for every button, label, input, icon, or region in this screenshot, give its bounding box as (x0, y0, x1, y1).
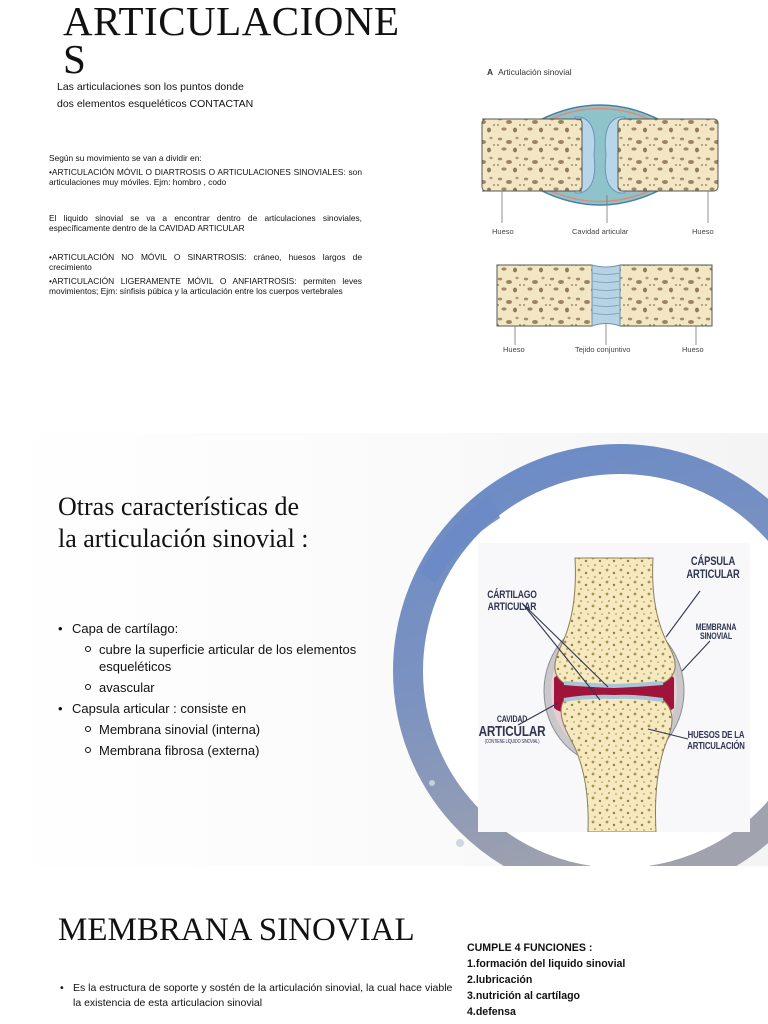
bullet-icon: • (60, 982, 64, 994)
label-hueso-right: Hueso (682, 345, 704, 354)
function-item: 4.defensa (467, 1006, 516, 1018)
bullet-capa-cartilago: Capa de cartílago: (58, 620, 358, 637)
label-line: CÁPSULA (690, 554, 736, 568)
label-huesos-articulacion: HUESOS DE LA ARTICULACIÓN (685, 730, 747, 752)
label-line: SINOVIAL (700, 631, 732, 642)
label-cartilago-articular: CÁRTILAGO ARTICULAR (484, 589, 540, 613)
characteristics-list: Capa de cartílago: cubre la superficie a… (58, 620, 358, 763)
title-line-1: ARTICULACIONE (63, 0, 400, 44)
function-item: 3.nutrición al cartílago (467, 990, 581, 1002)
label-hueso-left: Hueso (503, 345, 525, 354)
figure-articulacion-sinovial: A Articulación sinovial (470, 55, 730, 370)
sub-bullet: avascular (58, 679, 358, 696)
hollow-bullet-icon (85, 726, 91, 732)
label-cavidad-articular: Cavidad articular (572, 227, 629, 236)
figure-title: A Articulación sinovial (487, 67, 572, 77)
hollow-bullet-icon (85, 646, 91, 652)
paragraph-anfiartrosis: •ARTICULACIÓN LIGERAMENTE MÓVIL O ANFIAR… (49, 276, 362, 296)
bullet-capsula-articular: Capsula articular : consiste en (58, 700, 358, 717)
intro-line: dos elementos esqueléticos CONTACTAN (57, 98, 254, 110)
label-line: CAVIDAD (496, 714, 528, 724)
slide-articulaciones: ARTICULACIONE S Las articulaciones son l… (0, 0, 768, 420)
synovial-joint-diagram: CÁRTILAGO ARTICULAR CÁPSULA ARTICULAR ME… (475, 543, 750, 833)
label-cavidad-articular: CAVIDAD ARTICULAR (CONTIENE LÍQUIDO SINO… (475, 714, 550, 746)
title-line-2: la articulación sinovial : (58, 524, 309, 553)
paragraph-diartrosis: •ARTICULACIÓN MÓVIL O DIARTROSIS O ARTIC… (49, 167, 362, 187)
function-item: 1.formación del liquido sinovial (467, 958, 626, 970)
classification-text: Según su movimiento se van a dividir en:… (49, 153, 362, 300)
label-line: (CONTIENE LÍQUIDO SINOVIAL) (484, 739, 540, 746)
title-line-1: Otras características de (58, 492, 300, 521)
label-line: ARTICULACIÓN (687, 740, 745, 752)
slide-otras-caracteristicas: Otras características de la articulación… (0, 433, 768, 866)
slide-title: Otras características de la articulación… (58, 491, 378, 555)
synovial-joint-illustration (517, 557, 711, 833)
function-item: 2.lubricación (467, 974, 533, 986)
bullet-label: Capsula articular : consiste en (72, 701, 247, 716)
slide-title: MEMBRANA SINOVIAL (58, 912, 415, 948)
label-hueso-right: Hueso (692, 227, 714, 236)
label-capsula-articular: CÁPSULA ARTICULAR (684, 555, 742, 580)
label-line: CÁRTILAGO (487, 589, 537, 601)
label-line: MEMBRANA (695, 622, 737, 632)
label-line: ARTICULAR (478, 723, 546, 741)
hollow-bullet-icon (85, 684, 91, 690)
label-line: HUESOS DE LA (687, 730, 745, 741)
bullet-text: Es la estructura de soporte y sostén de … (73, 982, 453, 1009)
sub-bullet: Membrana sinovial (interna) (58, 721, 358, 738)
panel-title: Articulación sinovial (498, 67, 572, 77)
title-line-2: S (63, 36, 87, 82)
slide-title: ARTICULACIONE S (63, 1, 399, 80)
slide-membrana-sinovial: MEMBRANA SINOVIAL • Es la estructura de … (0, 866, 768, 1024)
joint-diagram-illustration (481, 104, 719, 345)
sub-bullet-text: Membrana sinovial (interna) (99, 722, 261, 737)
sub-bullet-text: cubre la superficie articular de los ele… (99, 642, 357, 674)
paragraph-liquido-sinovial: El liquido sinovial se va a encontrar de… (49, 213, 362, 233)
label-membrana-sinovial: MEMBRANA SINOVIAL (690, 622, 741, 642)
functions-header: CUMPLE 4 FUNCIONES : (467, 942, 593, 954)
sub-bullet: Membrana fibrosa (externa) (58, 742, 358, 759)
sub-bullet-text: Membrana fibrosa (externa) (99, 743, 260, 758)
bullet-membrana-description: • Es la estructura de soporte y sostén d… (58, 981, 453, 1011)
sub-bullet-text: avascular (99, 680, 155, 695)
paragraph: Según su movimiento se van a dividir en: (49, 153, 202, 163)
panel-letter: A (487, 67, 494, 77)
intro-line: Las articulaciones son los puntos donde (57, 81, 244, 93)
bullet-label: Capa de cartílago: (72, 621, 179, 636)
paragraph-sinartrosis: •ARTICULACIÓN NO MÓVIL O SINARTROSIS: cr… (49, 252, 362, 272)
hollow-bullet-icon (85, 747, 91, 753)
sub-bullet: cubre la superficie articular de los ele… (58, 641, 358, 675)
label-line: ARTICULAR (686, 566, 740, 581)
functions-list: CUMPLE 4 FUNCIONES : 1.formación del liq… (467, 940, 625, 1020)
intro-text: Las articulaciones son los puntos donde … (57, 79, 317, 113)
label-hueso-left: Hueso (492, 227, 514, 236)
label-tejido-conjuntivo: Tejido conjuntivo (575, 345, 631, 354)
label-line: ARTICULAR (487, 600, 537, 613)
